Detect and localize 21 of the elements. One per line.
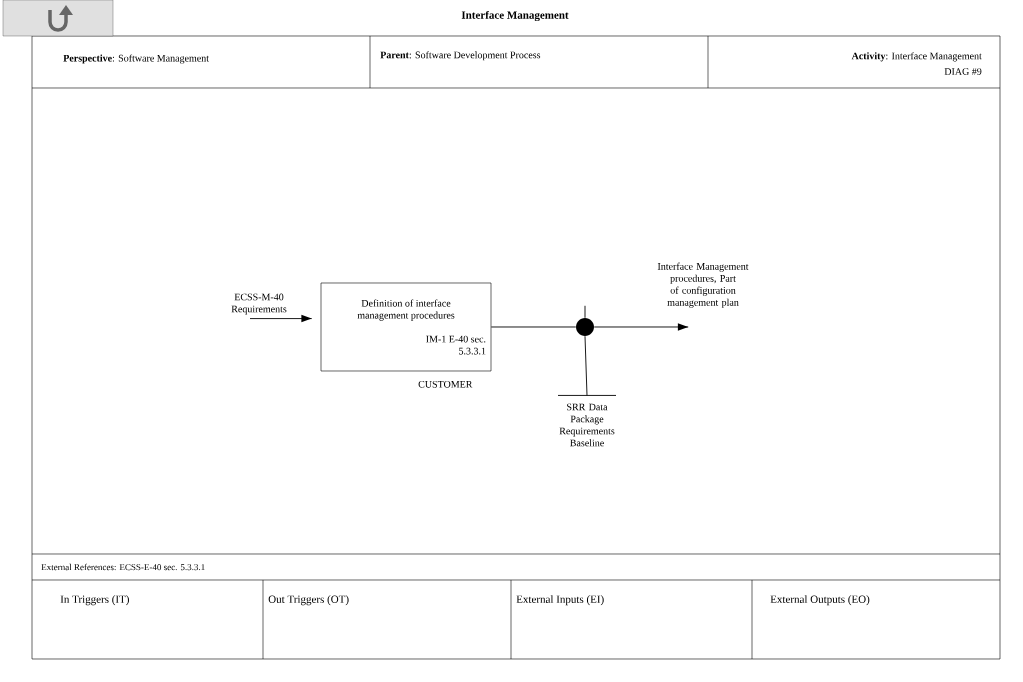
connector-line — [584, 305, 586, 319]
column-heading: External Outputs (EO) — [770, 595, 870, 606]
role-label: CUSTOMER — [418, 380, 473, 388]
header-field: Activity: Interface Management — [851, 52, 982, 62]
connector-line — [584, 335, 588, 396]
reference-note: External References: ECSS-E-40 sec. 5.3.3.1 — [41, 563, 205, 571]
column-heading: External Inputs (EI) — [516, 595, 604, 606]
junction-dot — [576, 318, 594, 336]
column-heading: In Triggers (IT) — [60, 595, 129, 606]
connector-line — [490, 326, 577, 328]
column-heading: Out Triggers (OT) — [268, 595, 349, 606]
output-label: Interface Management procedures, Part of configuration management plan — [657, 262, 749, 308]
process-box: Definition of interface management procedures IM-1 E-40 sec. 5.3.3.1 — [320, 282, 492, 372]
diagram-number: DIAG #9 — [944, 68, 982, 75]
flow-label: SRR Data Package Requirements Baseline — [559, 403, 615, 447]
flow-label: ECSS-M-40 Requirements — [231, 293, 287, 315]
header-field: Parent: Software Development Process — [380, 51, 541, 61]
arrow — [249, 314, 313, 323]
header-field: Perspective: Software Management — [63, 54, 209, 64]
title: Interface Management — [461, 10, 569, 22]
arrow — [593, 323, 689, 331]
